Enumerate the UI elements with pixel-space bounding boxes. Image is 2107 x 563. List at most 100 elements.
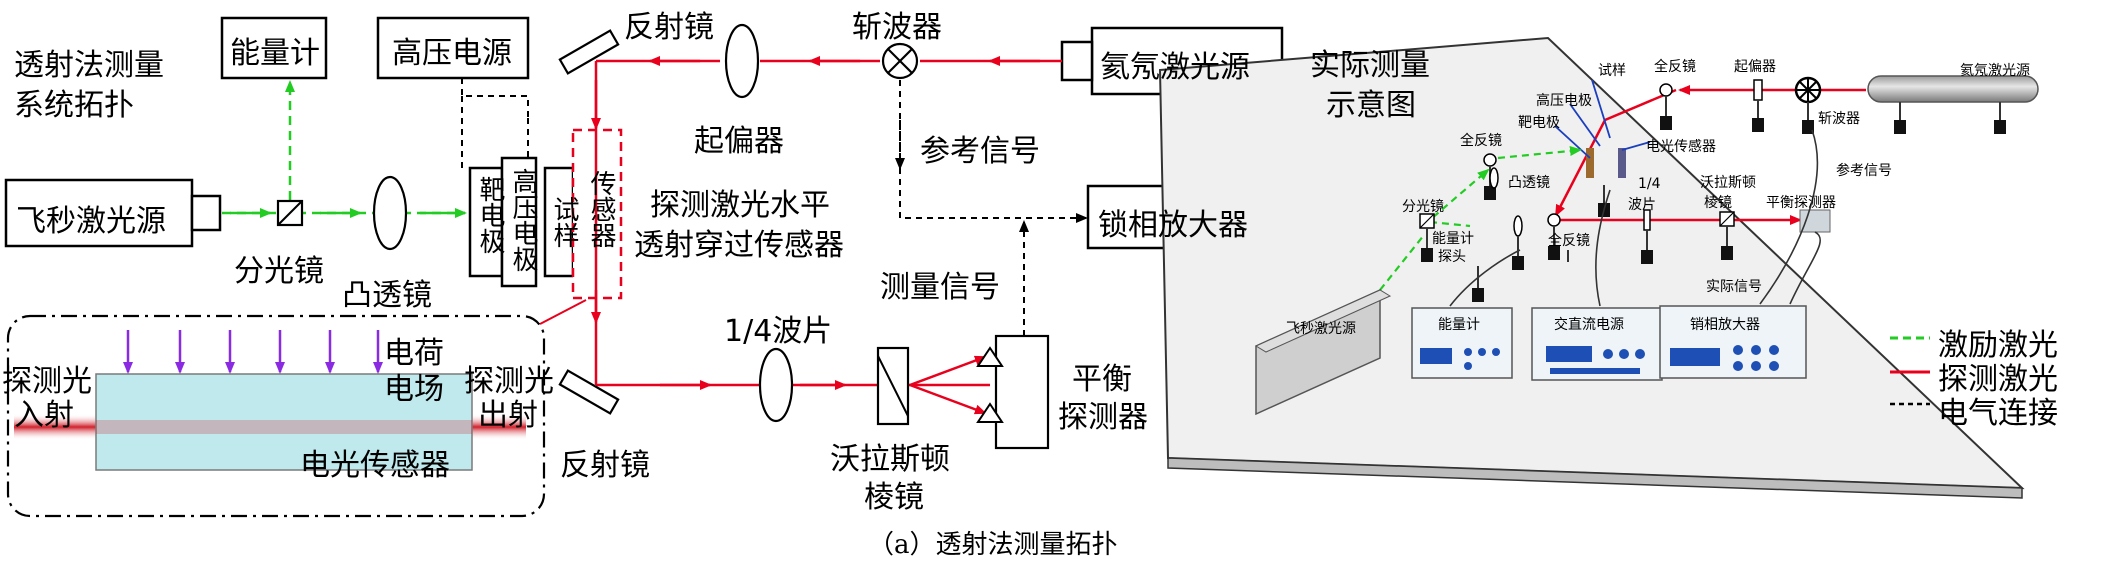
- right-diagram: [1158, 36, 2039, 499]
- rd-beam-splitter-label: 分光镜: [1402, 199, 1444, 215]
- convex-lens-icon: [372, 175, 408, 251]
- rd-fs-laser-box: [1254, 288, 1392, 416]
- energy-meter-box: [220, 16, 328, 80]
- legend-excite-label: 激励激光: [1938, 328, 2058, 363]
- polarizer-lens-icon: [724, 23, 760, 99]
- eo-sensor-label: 电光传感器: [300, 448, 450, 483]
- mirror-top-label: 反射镜: [624, 10, 714, 45]
- rd-lockin-label: 销相放大器: [1690, 317, 1760, 333]
- rd-polarizer-icon: [1752, 79, 1764, 132]
- he-ne-label: 氦氖激光源: [1100, 50, 1250, 85]
- fs-laser-box: [4, 178, 194, 248]
- target-electrode-label: 靶电极: [475, 176, 505, 254]
- rd-quarter-b-label: 波片: [1628, 197, 1656, 213]
- legend-probe-label: 探测激光: [1938, 362, 2058, 397]
- rd-energy-probe-b-label: 探头: [1438, 249, 1466, 265]
- rd-full-mirror-1: [1659, 83, 1673, 130]
- left-title-line2: 系统拓扑: [14, 88, 134, 123]
- beam-splitter-label: 分光镜: [234, 254, 324, 289]
- rd-convex-lens-icon: [1489, 167, 1499, 189]
- figure-caption: （a）透射法测量拓扑: [868, 530, 1118, 560]
- probe-split-down: [909, 383, 987, 415]
- fs-laser-nozzle: [190, 194, 222, 232]
- optical-table-edge: [1167, 457, 2023, 499]
- rd-lockin-instrument: [1659, 305, 1807, 379]
- fs-laser-label: 飞秒激光源: [16, 204, 166, 239]
- rd-cables: [1449, 129, 1821, 307]
- rd-full-mirror-3-label: 全反镜: [1548, 233, 1590, 249]
- balanced-label-1: 平衡: [1072, 362, 1132, 397]
- polarizer-label: 起偏器: [694, 124, 784, 159]
- rd-hv-electrode-label: 高压电极: [1536, 93, 1592, 109]
- rd-excite-4: [1497, 145, 1582, 160]
- rd-quarter-wave-icon: [1641, 209, 1653, 264]
- sample-label: 试样: [549, 196, 579, 248]
- measure-signal-label: 测量信号: [880, 270, 1000, 305]
- mirror-top-icon: [558, 29, 620, 75]
- quarter-wave-label: 1/4波片: [724, 314, 833, 349]
- rd-callouts: [1554, 79, 1651, 159]
- rd-wollaston-a-label: 沃拉斯顿: [1700, 175, 1756, 191]
- probe-out-label-1: 探测光: [464, 364, 554, 399]
- hv-supply-box: [376, 16, 530, 80]
- sample-box: [543, 166, 575, 278]
- rd-convex-lens-label: 凸透镜: [1508, 175, 1550, 191]
- ref-signal-label: 参考信号: [920, 134, 1040, 169]
- chopper-icon: [881, 42, 919, 80]
- eo-sensor-crystal: [95, 373, 473, 471]
- rd-acdc-supply-label: 交直流电源: [1554, 317, 1624, 333]
- rd-wollaston-b-label: 棱镜: [1704, 195, 1732, 211]
- right-title-line1: 实际测量: [1310, 48, 1430, 83]
- he-ne-cylinder: [1867, 75, 2039, 134]
- rd-full-mirror-3: [1547, 213, 1561, 260]
- rd-full-mirror-2-label: 全反镜: [1460, 133, 1502, 149]
- field-arrows: [123, 330, 383, 374]
- rd-actual-signal-label: 实际信号: [1706, 279, 1762, 295]
- probe-text-1: 探测激光水平: [650, 188, 830, 223]
- rd-sample-label: 试样: [1598, 63, 1626, 79]
- hv-electrode-label: 高压电极: [508, 168, 538, 272]
- probe-in-label-1: 探测光: [2, 364, 92, 399]
- target-electrode-box: [468, 166, 504, 278]
- probe-text-2: 透射穿过传感器: [634, 228, 844, 263]
- rd-chopper-icon: [1794, 76, 1822, 134]
- chopper-label: 斩波器: [852, 10, 942, 45]
- probe-in-label-2: 入射: [14, 398, 74, 433]
- eo-sensor-beam-inside: [96, 420, 472, 434]
- right-title-line2: 示意图: [1326, 88, 1416, 123]
- mirror-bottom-label: 反射镜: [560, 448, 650, 483]
- beam-splitter-icon: [276, 199, 304, 227]
- he-ne-nozzle: [1060, 40, 1094, 82]
- left-title-line1: 透射法测量: [14, 48, 164, 83]
- rd-balanced-detector: [1799, 209, 1831, 233]
- rd-target-electrode-label: 靶电极: [1518, 115, 1560, 131]
- rd-acdc-supply-instrument: [1531, 307, 1663, 381]
- probe-split-up: [909, 355, 987, 387]
- rd-excite-3: [1429, 220, 1471, 228]
- legend: [1890, 336, 1930, 406]
- rd-ref-signal-label: 参考信号: [1836, 163, 1892, 179]
- wollaston-label-1: 沃拉斯顿: [830, 442, 950, 477]
- rd-eo-sensor-label: 电光传感器: [1646, 139, 1716, 155]
- energy-meter-label: 能量计: [230, 36, 320, 71]
- sensor-inset-frame: [6, 314, 546, 518]
- legend-electric-label: 电气连接: [1938, 396, 2058, 431]
- charge-field-label-2: 电场: [384, 372, 444, 407]
- rd-energy-meter-label: 能量计: [1438, 317, 1480, 333]
- mirror-bottom-icon: [558, 369, 620, 415]
- rd-energy-probe-a-label: 能量计: [1432, 231, 1474, 247]
- charge-field-label-1: 电荷: [384, 336, 444, 371]
- hv-supply-label: 高压电源: [392, 36, 512, 71]
- rd-energy-probe-icon: [1512, 215, 1524, 270]
- rd-full-mirror-1-label: 全反镜: [1654, 59, 1696, 75]
- quarter-wave-icon: [758, 347, 794, 423]
- balanced-detector-icon: [976, 334, 1050, 450]
- hv-wire: [461, 78, 529, 168]
- rd-balanced-label: 平衡探测器: [1766, 195, 1836, 211]
- rd-probe-4: [1554, 119, 1607, 217]
- wollaston-label-2: 棱镜: [864, 480, 924, 515]
- rd-chopper-label: 斩波器: [1818, 111, 1860, 127]
- rd-quarter-a-label: 1/4: [1638, 176, 1661, 192]
- rd-polarizer-label: 起偏器: [1734, 59, 1776, 75]
